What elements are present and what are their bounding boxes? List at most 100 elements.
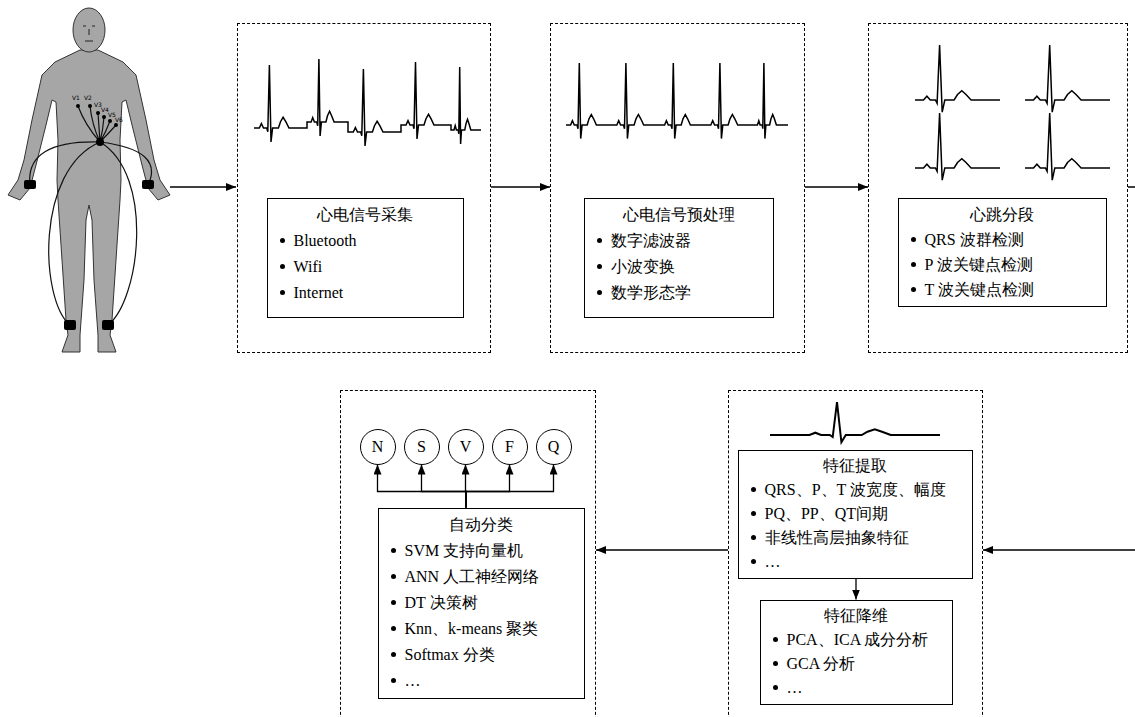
box-heading: 心电信号采集 <box>280 202 451 228</box>
bullet-dot <box>391 678 396 683</box>
list-row: Knn、k-means 聚类 <box>391 616 572 642</box>
raw-ecg-wave <box>254 59 481 146</box>
class-circle: Q <box>536 429 572 465</box>
list-row: P 波关键点检测 <box>911 252 1094 277</box>
list-item: PCA、ICA 成分分析 <box>787 628 929 652</box>
bullet-dot <box>391 574 396 579</box>
process-box: 心电信号预处理数字滤波器小波变换数学形态学 <box>584 198 774 318</box>
human-head <box>73 8 105 52</box>
flow-arrow <box>805 186 868 187</box>
filtered-ecg-wave <box>566 63 788 139</box>
list-item: Softmax 分类 <box>405 642 495 668</box>
bullet-dot <box>280 238 285 243</box>
bullet-dot <box>597 264 602 269</box>
list-item: T 波关键点检测 <box>925 277 1034 302</box>
class-letter: F <box>505 438 514 456</box>
list-item: QRS、P、T 波宽度、幅度 <box>765 478 947 502</box>
bullet-dot <box>391 600 396 605</box>
list-row: 非线性高层抽象特征 <box>751 526 960 550</box>
list-row: 数字滤波器 <box>597 228 761 254</box>
list-item: PQ、PP、QT间期 <box>765 502 889 526</box>
class-circle: F <box>492 429 528 465</box>
box-heading: 特征提取 <box>751 454 960 478</box>
list-row: PQ、PP、QT间期 <box>751 502 960 526</box>
human-body <box>8 50 170 352</box>
lead-label: V5 <box>108 111 116 118</box>
class-letter: Q <box>548 438 560 456</box>
flow-arrow <box>466 465 510 508</box>
class-letter: N <box>372 438 384 456</box>
list-item: QRS 波群检测 <box>925 227 1024 252</box>
list-row: … <box>391 668 572 694</box>
list-row: Internet <box>280 280 451 306</box>
flow-arrow <box>855 579 856 600</box>
list-item: GCA 分析 <box>787 652 856 676</box>
dashed-stage-box: 心电信号采集BluetoothWifiInternet <box>237 23 491 353</box>
bullet-dot <box>597 290 602 295</box>
box-heading: 心电信号预处理 <box>597 202 761 228</box>
list-row: GCA 分析 <box>773 652 940 676</box>
bullet-dot <box>911 237 916 242</box>
lead-label: V6 <box>115 116 123 123</box>
list-item: SVM 支持向量机 <box>405 538 524 564</box>
list-row: Wifi <box>280 254 451 280</box>
dashed-stage-box: 心跳分段QRS 波群检测P 波关键点检测T 波关键点检测 <box>868 23 1128 353</box>
class-circle: N <box>360 429 396 465</box>
list-item: DT 决策树 <box>405 590 478 616</box>
list-row: QRS、P、T 波宽度、幅度 <box>751 478 960 502</box>
lead-label: V3 <box>94 101 102 108</box>
class-letter: S <box>417 438 426 456</box>
list-item: 非线性高层抽象特征 <box>765 526 909 550</box>
face-lines <box>83 26 95 41</box>
process-box: 特征降维PCA、ICA 成分分析GCA 分析… <box>760 600 953 705</box>
box-heading: 自动分类 <box>391 512 572 538</box>
process-box: 心跳分段QRS 波群检测P 波关键点检测T 波关键点检测 <box>898 198 1107 307</box>
process-box: 特征提取QRS、P、T 波宽度、幅度PQ、PP、QT间期非线性高层抽象特征… <box>738 450 973 579</box>
class-circle: V <box>448 429 484 465</box>
dashed-stage-box: 特征提取QRS、P、T 波宽度、幅度PQ、PP、QT间期非线性高层抽象特征…特征… <box>728 390 983 717</box>
list-item: P 波关键点检测 <box>925 252 1033 277</box>
list-item: 数字滤波器 <box>611 228 691 254</box>
bullet-dot <box>911 287 916 292</box>
bullet-dot <box>751 559 756 564</box>
list-row: SVM 支持向量机 <box>391 538 572 564</box>
class-letter: V <box>460 438 472 456</box>
lead-label: V1 <box>72 94 80 101</box>
list-row: DT 决策树 <box>391 590 572 616</box>
flow-arrow <box>466 465 554 508</box>
electrodes <box>24 104 154 330</box>
box-heading: 心跳分段 <box>911 202 1094 227</box>
process-box: 心电信号采集BluetoothWifiInternet <box>267 198 464 318</box>
bullet-dot <box>773 685 778 690</box>
dashed-stage-box: 心电信号预处理数字滤波器小波变换数学形态学 <box>550 23 805 353</box>
list-item: Wifi <box>294 254 323 280</box>
list-item: Knn、k-means 聚类 <box>405 616 539 642</box>
list-row: … <box>751 550 960 574</box>
bullet-dot <box>911 262 916 267</box>
lead-label: V2 <box>84 94 92 101</box>
process-box: 自动分类SVM 支持向量机ANN 人工神经网络DT 决策树Knn、k-means… <box>378 508 585 699</box>
list-row: ANN 人工神经网络 <box>391 564 572 590</box>
flow-arrow <box>422 465 467 508</box>
list-item: 数学形态学 <box>611 280 691 306</box>
list-item: Bluetooth <box>294 228 357 254</box>
list-item: … <box>787 676 803 700</box>
list-item: … <box>765 550 781 574</box>
dashed-stage-box: N S V F Q 自动分类SVM 支持向量机ANN 人工神经网络DT 决策树Knn、k-… <box>340 390 596 717</box>
bullet-dot <box>751 487 756 492</box>
bullet-dot <box>751 535 756 540</box>
bullet-dot <box>773 637 778 642</box>
flow-arrow <box>596 549 728 550</box>
list-row: T 波关键点检测 <box>911 277 1094 302</box>
flow-arrow <box>378 465 467 508</box>
list-item: Internet <box>294 280 344 306</box>
lead-wires <box>30 106 152 325</box>
list-row: Bluetooth <box>280 228 451 254</box>
bullet-dot <box>280 264 285 269</box>
feature-beat <box>770 402 940 442</box>
bullet-dot <box>751 511 756 516</box>
list-row: 小波变换 <box>597 254 761 280</box>
lead-label: V4 <box>101 106 109 113</box>
box-heading: 特征降维 <box>773 604 940 628</box>
list-row: PCA、ICA 成分分析 <box>773 628 940 652</box>
